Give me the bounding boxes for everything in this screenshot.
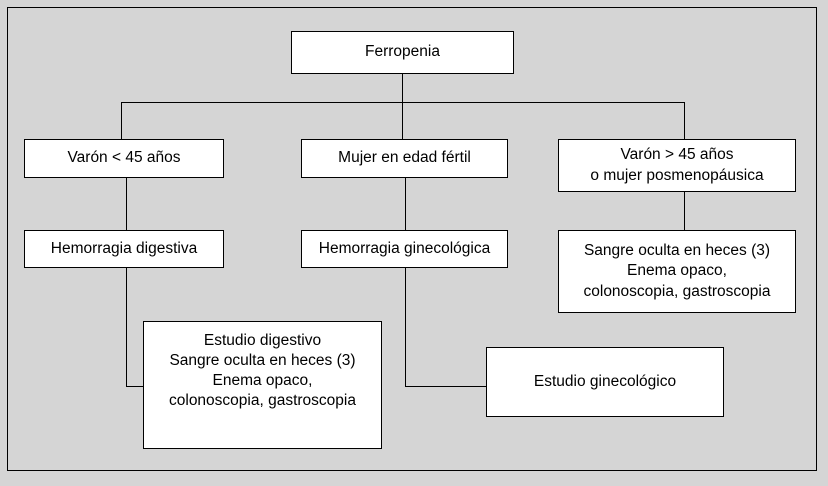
node-condition-fertile-woman[interactable]: Mujer en edad fértil [301,139,508,178]
node-finding-gynecological-bleeding-label: Hemorragia ginecológica [318,239,491,257]
connector-right-condition-to-finding [684,191,685,230]
node-finding-digestive-bleeding-label: Hemorragia digestiva [50,239,198,257]
connector-middle-finding-to-workup-vertical [405,267,406,387]
connector-drop-middle [402,102,403,139]
node-finding-occult-blood-right[interactable]: Sangre oculta en heces (3)Enema opaco,co… [558,230,796,313]
node-finding-occult-blood-right-label: Sangre oculta en heces (3)Enema opaco,co… [583,242,771,300]
connector-left-condition-to-finding [126,177,127,230]
connector-distribution-bar [121,102,685,103]
node-condition-fertile-woman-label: Mujer en edad fértil [338,149,471,167]
connector-middle-finding-to-workup-horizontal [405,386,487,387]
connector-middle-condition-to-finding [405,177,406,230]
connector-drop-left [121,102,122,139]
node-condition-male-under-45[interactable]: Varón < 45 años [24,139,224,178]
node-finding-gynecological-bleeding[interactable]: Hemorragia ginecológica [301,230,508,268]
connector-left-finding-to-workup-vertical [126,267,127,387]
node-workup-gynecological-label: Estudio ginecológico [533,372,677,390]
connector-drop-right [684,102,685,139]
connector-left-finding-to-workup-horizontal [126,386,144,387]
node-finding-digestive-bleeding[interactable]: Hemorragia digestiva [24,230,224,268]
node-workup-gynecological[interactable]: Estudio ginecológico [486,347,724,417]
node-ferropenia-label: Ferropenia [365,43,440,61]
node-ferropenia[interactable]: Ferropenia [291,31,514,74]
node-condition-male-under-45-label: Varón < 45 años [67,149,181,167]
connector-root-stem [402,73,403,103]
